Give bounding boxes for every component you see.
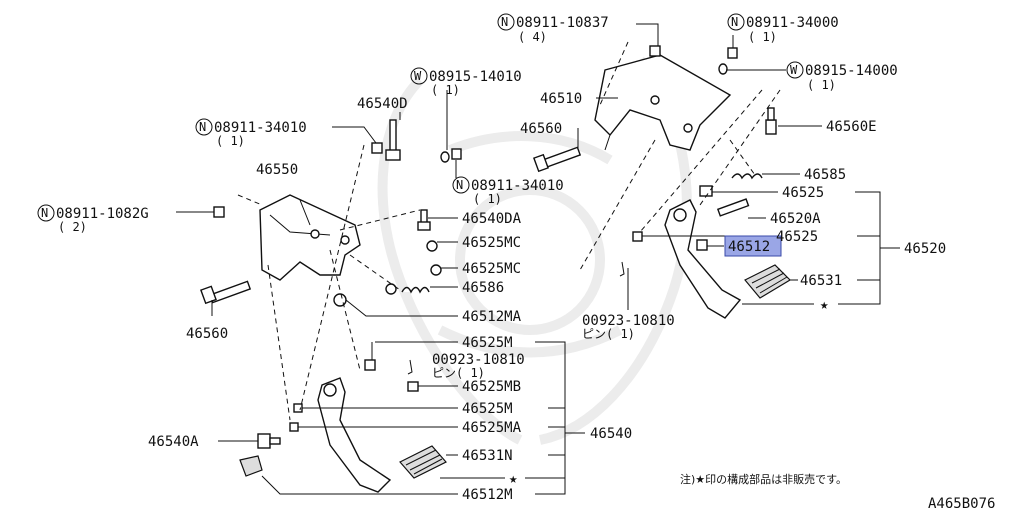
nut-08911-10837 xyxy=(649,45,661,57)
qty-08911-10837: ( 4) xyxy=(518,30,547,44)
qty-08911-34010-a: ( 1) xyxy=(216,134,245,148)
qty-00923-left: ピン( 1) xyxy=(432,366,485,380)
nut-right-pedal xyxy=(632,231,643,242)
left-construction-lines xyxy=(237,144,421,421)
bolt-46520A xyxy=(716,198,750,217)
qty-08911-34000: ( 1) xyxy=(748,30,777,44)
label-08911-1082G: 08911-1082G xyxy=(56,206,149,222)
bolt-46540DA xyxy=(417,209,431,231)
label-46520: 46520 xyxy=(904,241,946,257)
qty-08915-14000: ( 1) xyxy=(807,78,836,92)
label-46525-b: 46525 xyxy=(776,229,818,245)
svg-text:N: N xyxy=(199,120,206,134)
label-46525-a: 46525 xyxy=(782,185,824,201)
pedal-46512M xyxy=(317,377,392,493)
highlight-46512 xyxy=(724,235,782,257)
label-46512: 46512 xyxy=(728,239,770,255)
label-08915-14000: 08915-14000 xyxy=(805,63,898,79)
bolt-46560-top xyxy=(533,146,582,173)
bolt-46540A xyxy=(257,433,281,449)
label-46560-left: 46560 xyxy=(186,326,228,342)
label-46525MB: 46525MB xyxy=(462,379,521,395)
nut-08911-1082G xyxy=(213,206,225,218)
label-46560-top: 46560 xyxy=(520,121,562,137)
label-46520A: 46520A xyxy=(770,211,821,227)
label-46540D: 46540D xyxy=(357,96,408,112)
bolt-46560E xyxy=(765,107,777,135)
bushing-46525-a xyxy=(699,185,713,197)
label-46540: 46540 xyxy=(590,426,632,442)
svg-text:N: N xyxy=(731,15,738,29)
bolt-46540D xyxy=(385,119,401,161)
bushing-46525M-a xyxy=(364,359,376,371)
prefix-markers: N N W W N N N xyxy=(37,13,804,222)
svg-text:N: N xyxy=(456,178,463,192)
label-46560E: 46560E xyxy=(826,119,877,135)
nut-08911-34000 xyxy=(727,47,738,59)
qty-08911-34010-b: ( 1) xyxy=(473,192,502,206)
leader-lines xyxy=(176,23,900,495)
washer-08915-14000 xyxy=(718,63,728,75)
label-46531: 46531 xyxy=(800,273,842,289)
bushing-46525MC-c xyxy=(385,283,397,295)
label-08911-34010-b: 08911-34010 xyxy=(471,178,564,194)
star-right: ★ xyxy=(820,297,829,313)
label-08911-34000: 08911-34000 xyxy=(746,15,839,31)
qty-08911-1082G: ( 2) xyxy=(58,220,87,234)
label-46512M: 46512M xyxy=(462,487,513,503)
nut-08911-34010-b xyxy=(451,148,462,160)
bushing-46525-b xyxy=(696,239,708,251)
pedal-pad-46531 xyxy=(744,264,791,299)
label-08911-34010-a: 08911-34010 xyxy=(214,120,307,136)
bushing-46525MA xyxy=(289,422,299,432)
bracket-46550 xyxy=(259,194,361,281)
nut-08911-34010-a xyxy=(371,142,383,154)
label-46586: 46586 xyxy=(462,280,504,296)
svg-text:N: N xyxy=(501,15,508,29)
spring-46586 xyxy=(401,286,430,294)
bushing-46525MC-b xyxy=(430,264,442,276)
label-46550: 46550 xyxy=(256,162,298,178)
bushing-46512MA xyxy=(333,293,347,307)
qty-00923-right: ピン( 1) xyxy=(582,327,635,341)
star-left: ★ xyxy=(509,471,518,487)
bushing-46525MC-a xyxy=(426,240,438,252)
label-46525MC-a: 46525MC xyxy=(462,235,521,251)
svg-text:W: W xyxy=(790,63,798,77)
pin-00923-left xyxy=(407,359,413,375)
label-00923-left: 00923-10810 xyxy=(432,352,525,368)
label-08911-10837: 08911-10837 xyxy=(516,15,609,31)
label-46540DA: 46540DA xyxy=(462,211,522,227)
figure-code: A465B076 xyxy=(928,496,995,510)
part-labels: 08911-10837 ( 4) 08911-34000 ( 1) 08915-… xyxy=(56,15,946,503)
label-46512MA: 46512MA xyxy=(462,309,522,325)
footnote: 注)★印の構成部品は非販売です。 xyxy=(680,472,847,486)
qty-08915-14010: ( 1) xyxy=(431,83,460,97)
label-46525MA: 46525MA xyxy=(462,420,522,436)
svg-text:N: N xyxy=(41,206,48,220)
pedal-pad-46531N xyxy=(399,445,447,479)
svg-text:W: W xyxy=(414,69,422,83)
bolt-46560-left xyxy=(200,280,252,305)
right-construction-lines xyxy=(579,41,781,271)
label-46531N: 46531N xyxy=(462,448,513,464)
label-46540A: 46540A xyxy=(148,434,199,450)
label-08915-14010: 08915-14010 xyxy=(429,69,522,85)
label-00923-right: 00923-10810 xyxy=(582,313,675,329)
bracket-46510 xyxy=(594,54,732,151)
pin-00923-right xyxy=(619,261,625,277)
label-46525M-b: 46525M xyxy=(462,401,513,417)
label-46585: 46585 xyxy=(804,167,846,183)
label-46525M-a: 46525M xyxy=(462,335,513,351)
nut-46525MB xyxy=(407,381,419,392)
label-46510: 46510 xyxy=(540,91,582,107)
spring-46585 xyxy=(731,173,763,180)
stopper-46512M xyxy=(239,455,263,477)
label-46525MC-b: 46525MC xyxy=(462,261,521,277)
washer-08915-14010 xyxy=(440,151,450,163)
pedal-46512 xyxy=(664,199,742,319)
